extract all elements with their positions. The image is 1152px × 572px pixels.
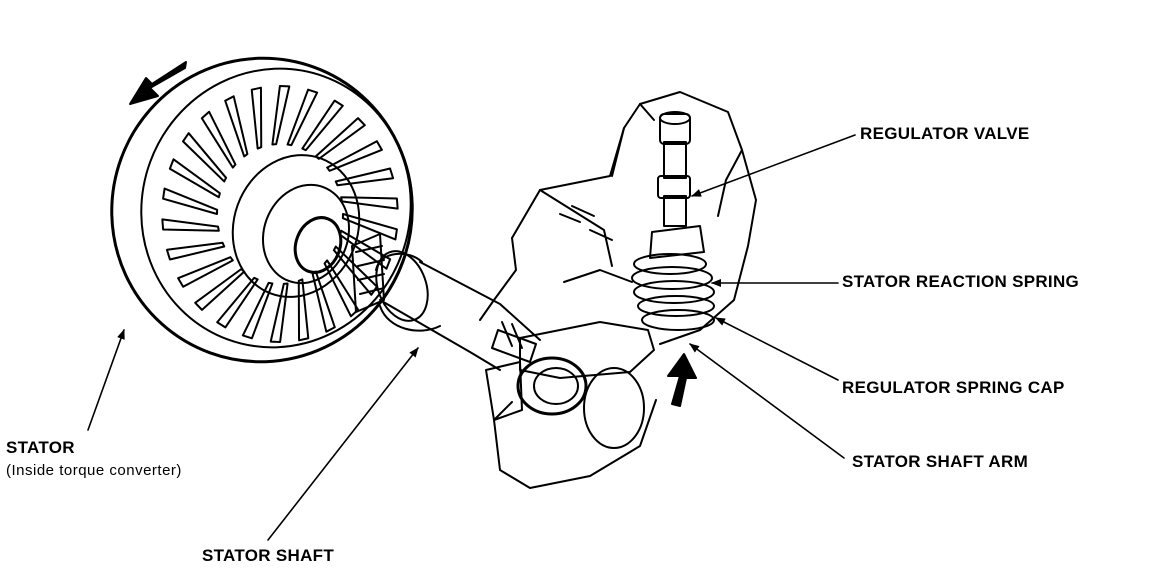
stator-blade: [297, 278, 310, 342]
stator-blade: [162, 187, 219, 215]
stator-shaft: [351, 233, 541, 371]
stator-blade: [200, 110, 237, 169]
stator-blade: [332, 245, 378, 296]
stator-blade: [269, 282, 289, 343]
stator-blade: [216, 276, 259, 329]
stator-shaft-arm: [485, 321, 655, 449]
upward-arrow: [667, 353, 697, 407]
stator-blade: [271, 85, 291, 146]
leader-regulator-valve: [691, 134, 856, 197]
stator-wheel: [110, 56, 414, 364]
leader-stator: [87, 329, 125, 431]
stator-blade: [334, 167, 395, 187]
leader-shaft-arm: [689, 343, 845, 459]
stator-blade: [326, 140, 383, 172]
stator-blade: [341, 213, 398, 241]
stator-blade: [311, 270, 336, 333]
leader-lines: [87, 134, 856, 541]
stator-reaction-spring: [631, 253, 715, 331]
stator-blade: [250, 86, 263, 150]
stator-blade: [301, 99, 344, 152]
stator-blade: [168, 158, 221, 199]
stator-blade: [339, 229, 392, 270]
label-regulator-spring-cap: REGULATOR SPRING CAP: [842, 378, 1065, 397]
stator-blade: [165, 241, 226, 261]
label-stator-shaft-arm: STATOR SHAFT ARM: [852, 452, 1029, 471]
label-stator: STATOR: [6, 438, 75, 457]
regulator-valve: [649, 111, 705, 259]
leader-spring-cap: [715, 317, 839, 381]
stator-blade: [314, 117, 366, 160]
stator-blade: [286, 88, 319, 147]
stator-blade: [241, 281, 274, 340]
label-stator-note: (Inside torque converter): [6, 462, 182, 479]
stator-blade: [161, 218, 220, 232]
leader-stator-shaft: [267, 347, 419, 541]
stator-blade: [323, 259, 360, 318]
rotation-arrow: [129, 61, 187, 105]
stator-blade: [194, 268, 246, 311]
stator-blade: [177, 256, 234, 288]
stator-blade: [182, 132, 228, 183]
label-stator-shaft: STATOR SHAFT: [202, 546, 335, 565]
label-stator-reaction-spring: STATOR REACTION SPRING: [842, 272, 1080, 291]
label-regulator-valve: REGULATOR VALVE: [860, 124, 1030, 143]
stator-blade: [340, 196, 399, 210]
regulator-housing: [479, 91, 757, 489]
stator-blade: [224, 95, 249, 158]
